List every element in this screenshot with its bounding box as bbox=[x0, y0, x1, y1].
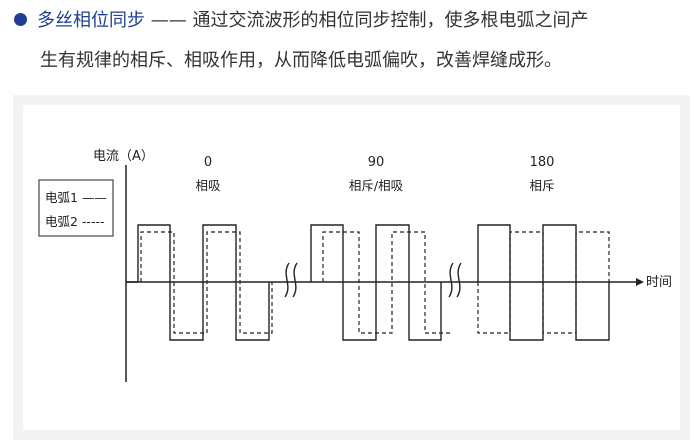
arc1-wave-section-1 bbox=[310, 224, 442, 341]
x-axis-label: 时间 bbox=[646, 275, 672, 290]
description-line-2: 生有规律的相斥、相吸作用，从而降低电弧偏吹，改善焊缝成形。 bbox=[40, 50, 562, 71]
phase-mode-0: 相吸 bbox=[195, 178, 221, 193]
term: 多丝相位同步 bbox=[37, 10, 145, 31]
description-line-1: 通过交流波形的相位同步控制，使多根电弧之间产 bbox=[192, 10, 589, 31]
figure-frame: 电流（A） 时间 电弧1 —— 电弧2 ----- 0 相吸 90 相斥/相吸 … bbox=[13, 95, 690, 440]
phase-angle-1: 90 bbox=[368, 155, 385, 170]
waveform-diagram: 电流（A） 时间 电弧1 —— 电弧2 ----- 0 相吸 90 相斥/相吸 … bbox=[38, 149, 672, 382]
break-symbol-icon bbox=[284, 262, 290, 298]
legend-box bbox=[38, 179, 114, 237]
legend-arc2: 电弧2 ----- bbox=[45, 214, 104, 229]
bullet-heading: 多丝相位同步 —— 通过交流波形的相位同步控制，使多根电弧之间产 bbox=[14, 6, 694, 36]
legend-arc1: 电弧1 —— bbox=[45, 190, 107, 205]
break-symbol-icon bbox=[456, 262, 462, 298]
bullet-dot-icon bbox=[14, 13, 27, 26]
phase-mode-1: 相斥/相吸 bbox=[349, 178, 404, 193]
break-symbol-icon bbox=[292, 262, 298, 298]
phase-angle-2: 180 bbox=[530, 155, 555, 170]
arc2-wave-section-1 bbox=[322, 231, 453, 334]
x-axis-arrow-icon bbox=[636, 278, 644, 286]
arc1-wave-section-0 bbox=[126, 224, 270, 341]
figure-canvas: 电流（A） 时间 电弧1 —— 电弧2 ----- 0 相吸 90 相斥/相吸 … bbox=[23, 105, 680, 430]
break-symbol-icon bbox=[448, 262, 454, 298]
y-axis-label: 电流（A） bbox=[93, 149, 154, 164]
phase-angle-0: 0 bbox=[204, 155, 212, 170]
arc2-wave-section-2 bbox=[477, 231, 610, 334]
arc2-wave-section-0 bbox=[140, 231, 273, 334]
term-dash: —— bbox=[145, 10, 193, 31]
phase-mode-2: 相斥 bbox=[529, 178, 554, 193]
